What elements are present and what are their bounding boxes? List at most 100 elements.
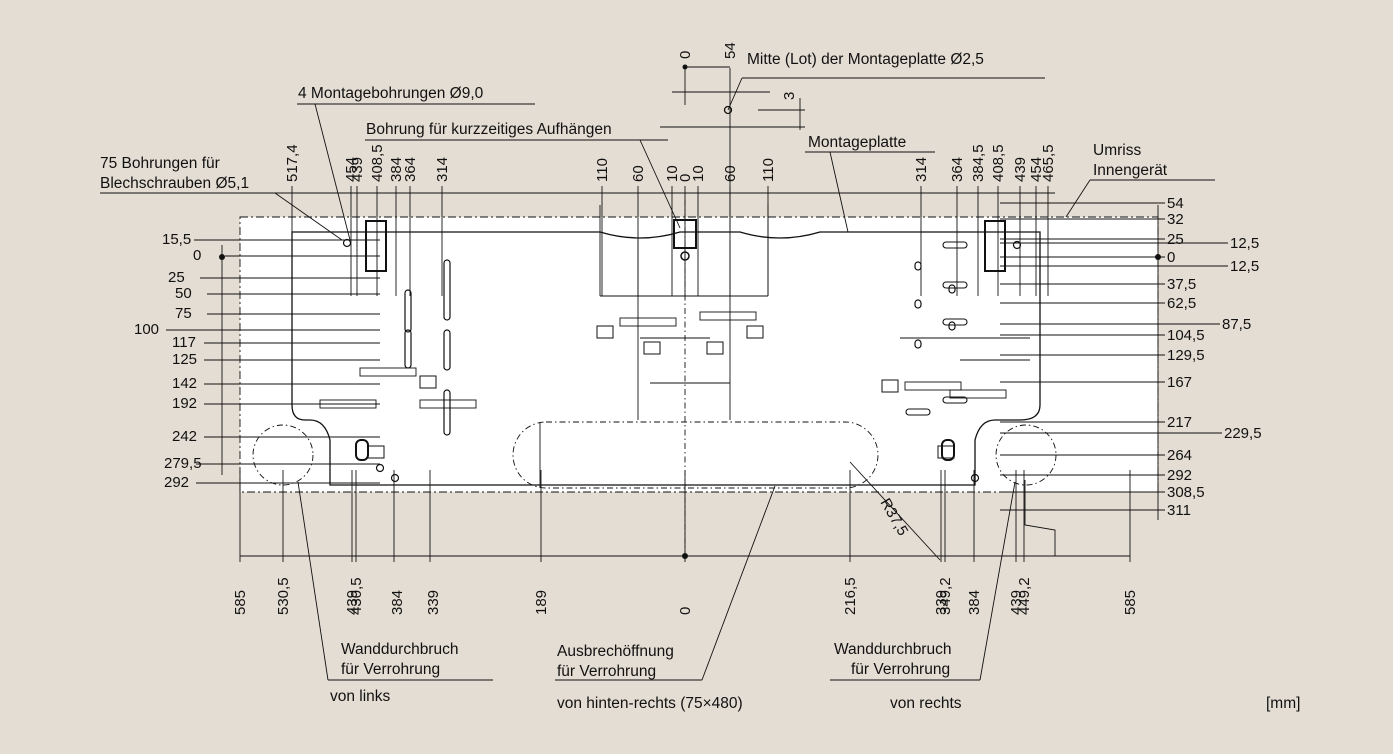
radius-leader bbox=[849, 461, 941, 561]
left-dim-label: 25 bbox=[168, 269, 185, 286]
right-dim-label: 167 bbox=[1167, 374, 1192, 391]
wall-right-dim-leader bbox=[1024, 480, 1056, 556]
top-dim-label: 10 bbox=[664, 165, 681, 182]
mounting-slot bbox=[914, 339, 922, 349]
top-dim-label: 439 bbox=[1012, 157, 1029, 182]
bottom-dim-label: 384 bbox=[389, 590, 406, 615]
label-unit: [mm] bbox=[1266, 695, 1300, 712]
label-wall-left-1: Wanddurchbruch bbox=[341, 641, 458, 658]
top-dim-label: 110 bbox=[760, 158, 777, 182]
left-zero-marker bbox=[219, 254, 225, 260]
top-dim-label: 364 bbox=[949, 157, 966, 182]
top-dim-label: 465,5 bbox=[1040, 144, 1057, 182]
mounting-slot bbox=[404, 289, 412, 333]
center-hole-icon bbox=[723, 105, 733, 115]
wall-right-leader bbox=[979, 481, 1016, 681]
left-dim-label: 0 bbox=[193, 247, 201, 264]
left-dim-label: 279,5 bbox=[164, 455, 202, 472]
hatched-vent bbox=[359, 367, 417, 377]
hook-left bbox=[365, 220, 387, 272]
right-dim-label: 12,5 bbox=[1230, 235, 1259, 252]
mounting-slot bbox=[942, 241, 968, 249]
dim-center-54: 54 bbox=[722, 42, 739, 59]
top-dim-label: 408,5 bbox=[369, 144, 386, 182]
label-screw-holes-1: 75 Bohrungen für bbox=[100, 155, 220, 172]
label-outline-2: Innengerät bbox=[1093, 162, 1168, 179]
left-dim-label: 117 bbox=[172, 334, 196, 351]
bottom-dim-label: 339 bbox=[933, 590, 950, 615]
dim-center-3: 3 bbox=[781, 92, 798, 100]
left-dim-label: 50 bbox=[175, 285, 192, 302]
right-dim-label: 0 bbox=[1167, 249, 1175, 266]
clip-icon bbox=[419, 375, 437, 389]
top-dim-label: 439 bbox=[349, 157, 366, 182]
label-wall-right-1: Wanddurchbruch bbox=[834, 641, 951, 658]
right-dim-label: 129,5 bbox=[1167, 347, 1205, 364]
label-mount-plate: Montageplatte bbox=[808, 134, 906, 151]
knockout-slot bbox=[512, 421, 879, 489]
right-dim-label: 104,5 bbox=[1167, 327, 1205, 344]
top-dim-label: 364 bbox=[402, 157, 419, 182]
mounting-slot bbox=[443, 329, 451, 371]
knockout-leader bbox=[701, 485, 776, 681]
left-dim-label: 142 bbox=[172, 375, 197, 392]
top-dim-label: 384 bbox=[388, 157, 405, 182]
mount-plate-leader bbox=[829, 151, 849, 233]
hatched-vent bbox=[619, 317, 677, 327]
label-outline-1: Umriss bbox=[1093, 142, 1141, 159]
hatched-vent bbox=[419, 399, 477, 409]
center-point-marker bbox=[682, 64, 688, 70]
label-center-hole: Mitte (Lot) der Montageplatte Ø2,5 bbox=[747, 51, 984, 68]
hang-hole-leader bbox=[639, 139, 681, 229]
mounting-slot bbox=[942, 318, 968, 326]
label-hang-hole: Bohrung für kurzzeitiges Aufhängen bbox=[366, 121, 612, 138]
left-dim-label: 75 bbox=[175, 305, 192, 322]
right-dim-label: 37,5 bbox=[1167, 276, 1196, 293]
bottom-dim-label: 439 bbox=[344, 590, 361, 615]
mount-holes-leader bbox=[314, 103, 351, 241]
mounting-slot bbox=[914, 299, 922, 309]
center-hole-leader bbox=[727, 77, 743, 111]
bottom-dim-label: 585 bbox=[232, 590, 249, 615]
top-dim-label: 454 bbox=[1028, 157, 1045, 182]
right-dim-label: 54 bbox=[1167, 195, 1184, 212]
mounting-slot bbox=[443, 259, 451, 321]
label-radius: R37,5 bbox=[877, 496, 912, 539]
mounting-slot bbox=[948, 321, 956, 331]
right-dim-label: 292 bbox=[1167, 467, 1192, 484]
label-wall-right-2: für Verrohrung bbox=[851, 661, 950, 678]
mounting-slot bbox=[942, 281, 968, 289]
top-dim-label: 314 bbox=[913, 157, 930, 182]
oval-hole bbox=[941, 439, 955, 461]
bottom-dim-label: 384 bbox=[966, 590, 983, 615]
bottom-dim-label: 216,5 bbox=[842, 577, 859, 615]
right-dim-label: 264 bbox=[1167, 447, 1192, 464]
top-dim-label: 517,4 bbox=[284, 144, 301, 182]
top-dim-label: 454 bbox=[343, 157, 360, 182]
right-dim-label: 229,5 bbox=[1224, 425, 1262, 442]
bottom-dim-label: 189 bbox=[533, 590, 550, 615]
left-dim-label: 292 bbox=[164, 474, 189, 491]
right-dim-label: 308,5 bbox=[1167, 484, 1205, 501]
right-dim-label: 62,5 bbox=[1167, 295, 1196, 312]
right-dim-label: 87,5 bbox=[1222, 316, 1251, 333]
left-dim-label: 15,5 bbox=[162, 231, 191, 248]
bottom-dim-label: 439 bbox=[1008, 590, 1025, 615]
hatched-vent bbox=[699, 311, 757, 321]
right-dim-label: 12,5 bbox=[1230, 258, 1259, 275]
outline-leader bbox=[1065, 179, 1091, 218]
left-dim-label: 100 bbox=[134, 321, 159, 338]
wall-hole-left bbox=[252, 424, 314, 486]
top-dim-label: 314 bbox=[434, 157, 451, 182]
label-mount-holes: 4 Montagebohrungen Ø9,0 bbox=[298, 85, 484, 102]
label-wall-left-3: von links bbox=[330, 688, 391, 705]
bottom-dim-label: 585 bbox=[1122, 590, 1139, 615]
right-dim-label: 217 bbox=[1167, 414, 1192, 431]
bottom-dim-label: 0 bbox=[677, 607, 694, 615]
label-wall-left-2: für Verrohrung bbox=[341, 661, 440, 678]
screw-hole bbox=[342, 238, 352, 248]
